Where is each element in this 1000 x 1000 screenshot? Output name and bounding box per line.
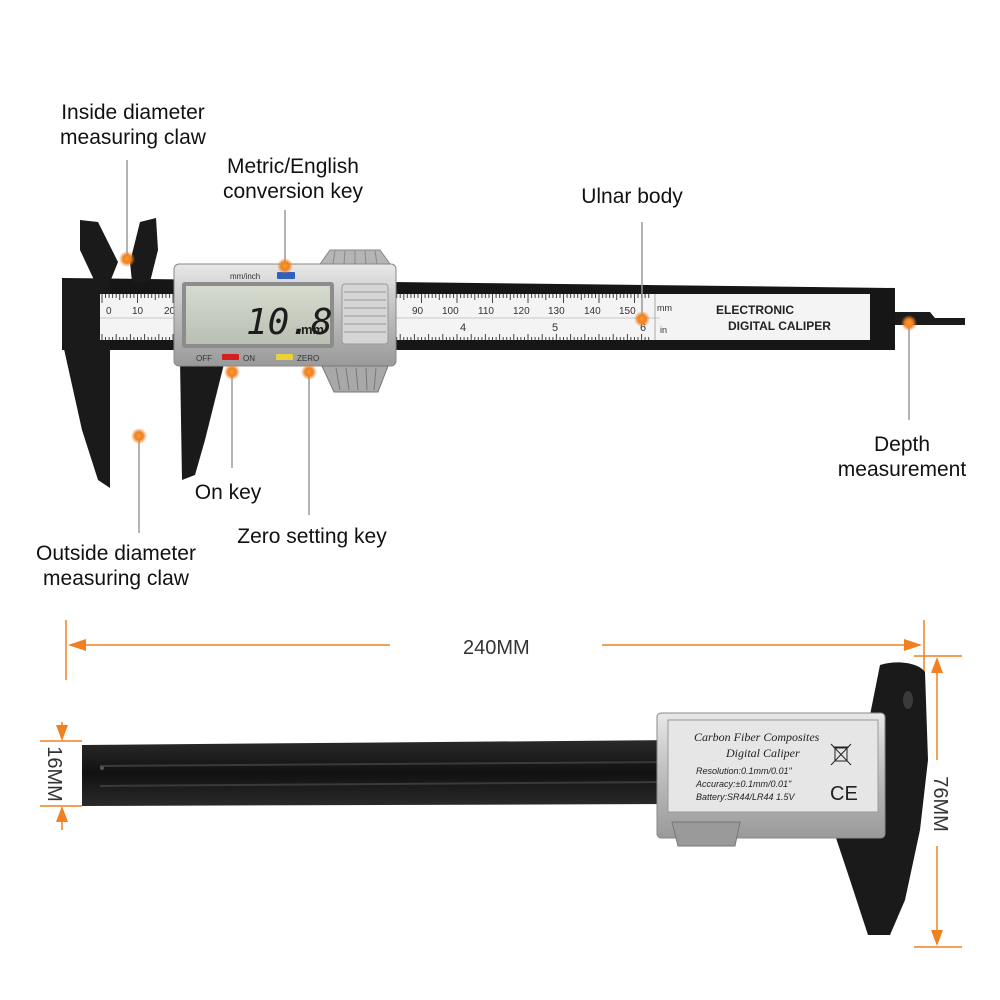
scale-label: 110: [478, 306, 494, 317]
scale-label: 100: [442, 306, 459, 317]
mm-scale-labels: 0 10 20 90 100 110 120 130 140 150: [106, 306, 636, 317]
label-line: measuring claw: [43, 567, 189, 590]
scale-label: 6: [640, 322, 646, 334]
label-metric-key: Metric/English conversion key: [198, 154, 388, 204]
back-beam: [82, 740, 680, 806]
scale-label: 130: [548, 306, 565, 317]
thumb-roller[interactable]: [321, 365, 389, 393]
label-line: Depth: [873, 433, 931, 456]
scale-label: 4: [460, 322, 466, 334]
dimension-lines: [40, 620, 962, 948]
label-line: measurement: [837, 458, 967, 481]
spec-title2: Digital Caliper: [725, 746, 800, 760]
spec-label: [667, 719, 879, 813]
length-dimension: 240MM: [463, 637, 530, 659]
scale-label: 140: [584, 306, 601, 317]
unit-in-label: in: [660, 325, 667, 335]
caliper-front: 0 10 20 90 100 110 120 130 140 150 4 5 6…: [62, 218, 965, 488]
brand-line1: ELECTRONIC: [716, 303, 794, 317]
label-line: conversion key: [222, 180, 364, 203]
spec-battery: Battery:SR44/LR44 1.5V: [696, 792, 796, 802]
lcd-unit: mm: [301, 322, 324, 337]
spec-accuracy: Accuracy:±0.1mm/0.01": [695, 779, 792, 789]
on-key[interactable]: [222, 354, 239, 360]
in-scale-labels: 4 5 6: [460, 322, 646, 334]
scale-label: 90: [412, 306, 424, 317]
lcd-screen: [186, 286, 330, 344]
label-outside-claw: Outside diameter measuring claw: [14, 541, 218, 591]
scale-label: 150: [619, 306, 636, 317]
label-zero-key: Zero setting key: [237, 525, 387, 548]
label-ulnar-body: Ulnar body: [581, 185, 683, 208]
label-line: measuring claw: [60, 126, 206, 149]
off-label: OFF: [196, 354, 212, 363]
caliper-back: Carbon Fiber Composites Digital Caliper …: [82, 662, 928, 935]
unit-mm-label: mm: [657, 303, 672, 313]
lcd-reading: 10.8: [246, 302, 333, 343]
on-label: ON: [243, 354, 255, 363]
weee-bin-icon: [830, 743, 852, 766]
zero-key[interactable]: [276, 354, 293, 360]
label-on-key: On key: [194, 481, 262, 504]
zero-label: ZERO: [297, 354, 319, 363]
label-line: Outside diameter: [36, 542, 196, 565]
fixed-inside-claw: [80, 220, 118, 282]
ce-mark: CE: [830, 783, 858, 805]
fixed-jaw: [62, 280, 110, 488]
scale-label: 20: [164, 306, 176, 317]
label-depth: Depth measurement: [820, 432, 984, 482]
thickness-dimension: 16MM: [42, 746, 65, 802]
scale-label: 0: [106, 306, 112, 317]
moving-inside-claw: [130, 218, 158, 282]
label-line: Metric/English: [227, 155, 359, 178]
leader-lines: [126, 160, 910, 533]
scale-label: 120: [513, 306, 530, 317]
spec-title1: Carbon Fiber Composites: [694, 730, 820, 744]
moving-jaw: [180, 360, 225, 480]
scale-label: 10: [132, 306, 144, 317]
mode-key-label: mm/inch: [230, 272, 260, 281]
label-line: Inside diameter: [61, 101, 205, 124]
callout-dots: [119, 251, 917, 444]
brand-line2: DIGITAL CALIPER: [728, 319, 831, 333]
spec-resolution: Resolution:0.1mm/0.01": [696, 766, 793, 776]
scale-label: 5: [552, 322, 558, 334]
mode-key[interactable]: [277, 272, 295, 279]
height-dimension: 76MM: [928, 776, 951, 832]
label-inside-claw: Inside diameter measuring claw: [38, 100, 228, 150]
